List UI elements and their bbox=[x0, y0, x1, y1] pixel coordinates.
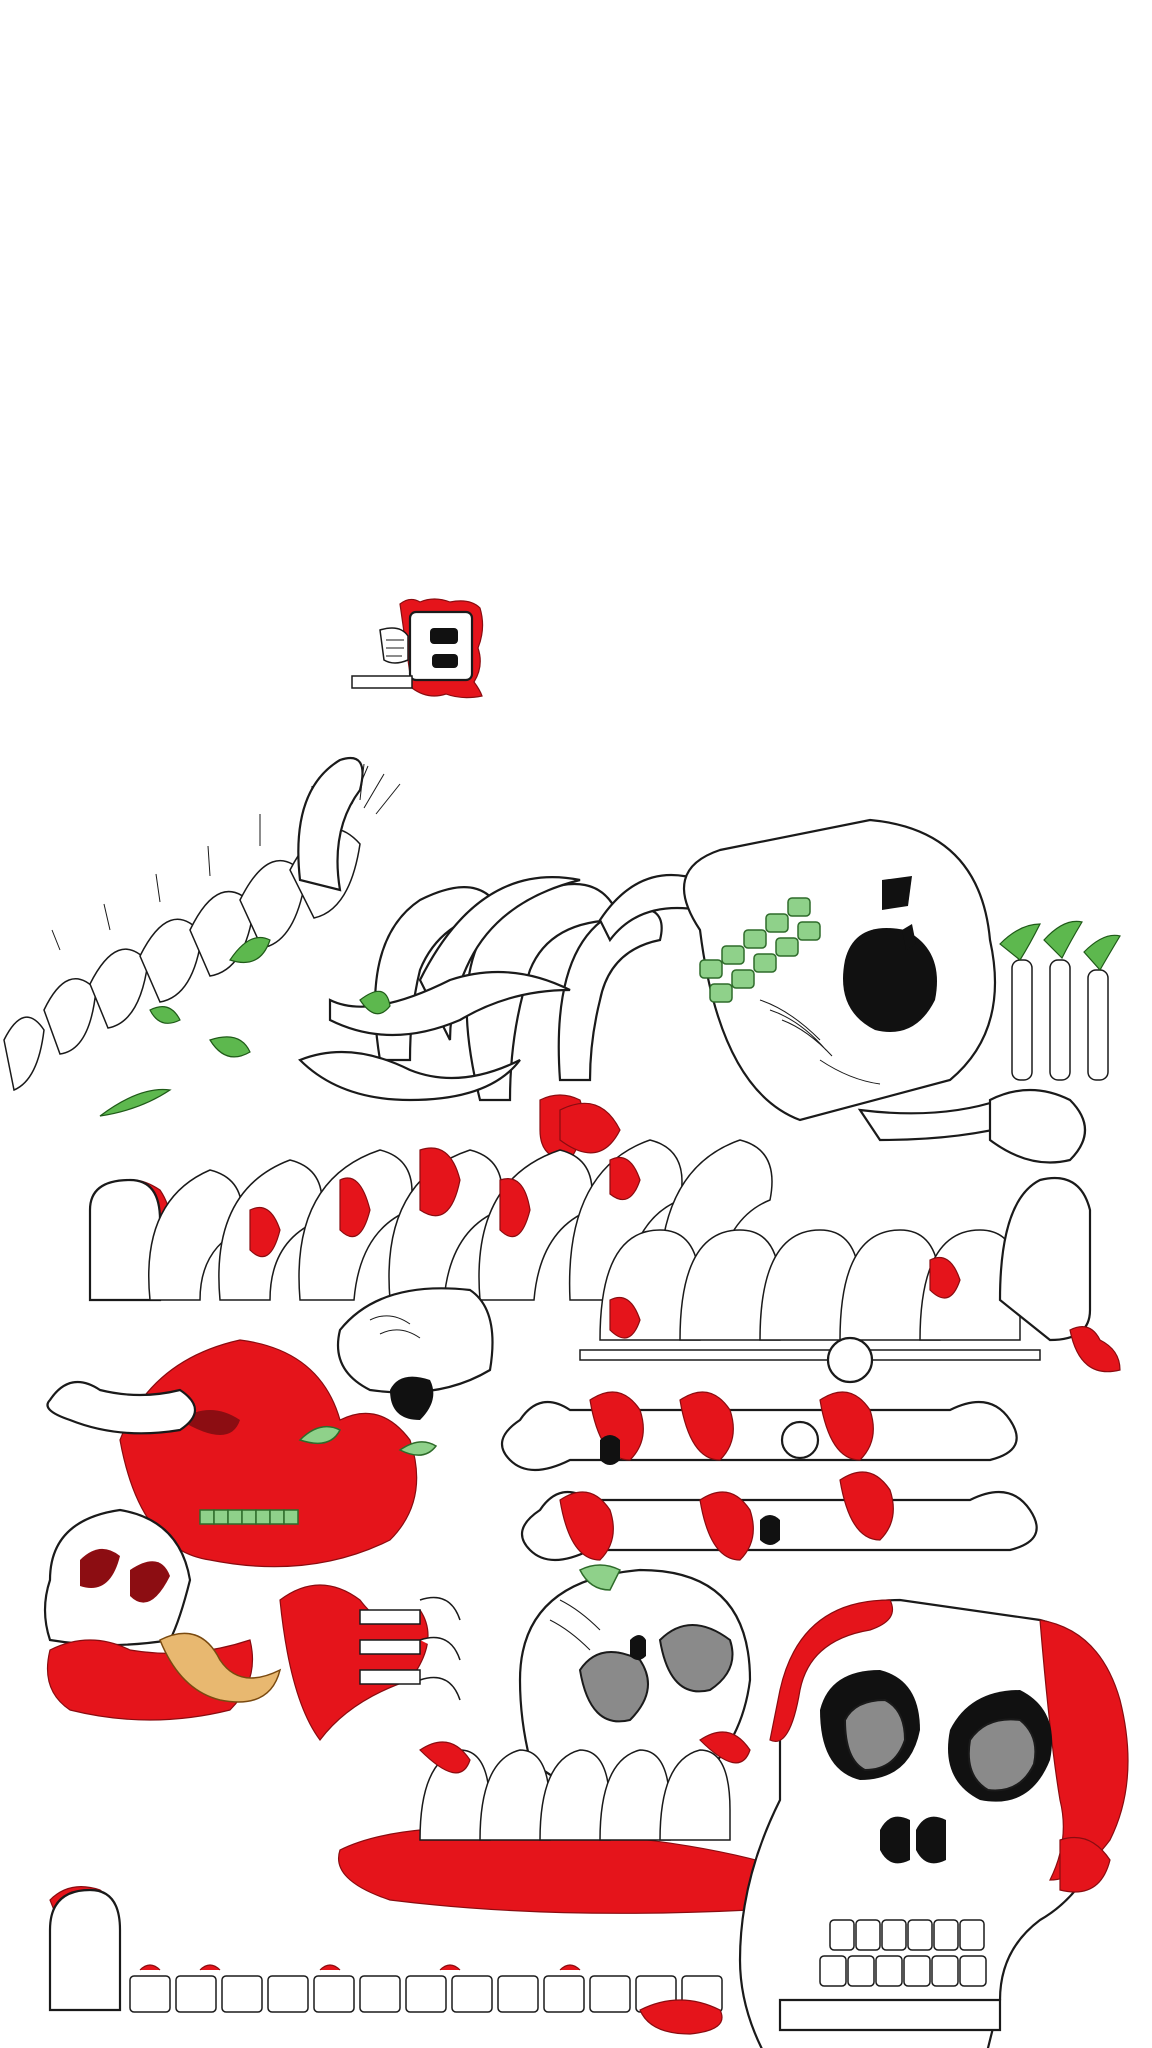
clawed-hand bbox=[988, 920, 1121, 1164]
tentacle-bones-mass bbox=[99, 757, 712, 1161]
bloody-stand bbox=[338, 1731, 796, 1914]
giant-skull-teeth bbox=[819, 1919, 987, 1987]
giant-bloody-skull bbox=[738, 1598, 1129, 2048]
bone-rack bbox=[500, 1336, 1038, 1561]
bloody-jaw-skull bbox=[43, 1508, 461, 1742]
rib-arches bbox=[88, 1102, 1121, 1373]
pelvis-teeth bbox=[199, 1509, 299, 1525]
small-bloody-skull bbox=[351, 598, 484, 699]
bottom-vertebrae-row bbox=[48, 1886, 723, 2035]
grey-eye-skull bbox=[518, 1564, 752, 1803]
big-skull-green-teeth bbox=[683, 818, 1032, 1142]
bloody-pelvis-mass bbox=[46, 1287, 494, 1568]
spine-column bbox=[3, 759, 401, 1092]
green-teeth-row bbox=[699, 897, 821, 1003]
